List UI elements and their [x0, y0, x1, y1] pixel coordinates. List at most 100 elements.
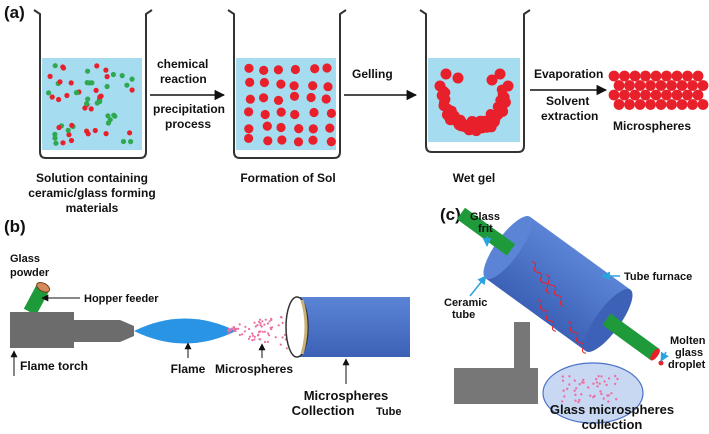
- particle: [127, 130, 133, 136]
- spray-dot: [274, 336, 277, 339]
- sol-particle: [273, 95, 284, 105]
- glass-dot: [607, 394, 610, 397]
- particle: [60, 140, 66, 146]
- particle: [84, 101, 90, 107]
- tube-furnace: [456, 207, 660, 361]
- sol-particle: [289, 91, 300, 101]
- glass-dot: [615, 398, 618, 401]
- label-tube: tube: [452, 309, 475, 321]
- particle: [56, 124, 62, 131]
- label-collection-c: collection: [582, 417, 643, 432]
- caption-solution-3: materials: [66, 201, 119, 215]
- gel-particle: [467, 116, 478, 127]
- glass-dot: [581, 381, 584, 384]
- particle: [105, 113, 111, 119]
- microsphere: [645, 80, 656, 91]
- spray-dot: [248, 335, 251, 338]
- sol-particle: [259, 65, 269, 75]
- microsphere: [629, 89, 641, 101]
- spray-dot: [259, 324, 262, 327]
- particle: [92, 127, 98, 134]
- particle: [88, 106, 94, 112]
- particle: [52, 63, 58, 69]
- particle: [64, 92, 70, 99]
- caption-microspheres: Microspheres: [613, 119, 691, 133]
- particle: [52, 135, 58, 141]
- sol-particle: [322, 63, 332, 73]
- particle: [49, 94, 55, 100]
- sol-particle: [308, 81, 318, 91]
- microsphere: [692, 89, 704, 101]
- microsphere: [697, 99, 709, 110]
- sol-particle: [273, 65, 283, 75]
- glass-dot: [563, 395, 566, 398]
- glass-dot: [566, 387, 569, 391]
- spray-dot: [253, 335, 256, 338]
- microsphere: [634, 80, 646, 91]
- label-glass-microspheres: Glass microspheres: [550, 402, 674, 417]
- glass-dot: [580, 393, 583, 396]
- glass-dot: [577, 400, 580, 404]
- glass-dot: [614, 382, 617, 386]
- sol-particle: [244, 63, 254, 73]
- spray-dot: [259, 338, 262, 341]
- glass-dot: [573, 379, 576, 382]
- particle: [129, 76, 135, 82]
- spray-dot: [263, 330, 266, 333]
- sol-particle: [308, 135, 318, 145]
- panel-b-label: (b): [4, 217, 26, 236]
- spray-dot: [263, 323, 266, 326]
- sol-particle: [245, 94, 255, 104]
- heating-coil: [537, 299, 557, 332]
- sol-particle: [306, 92, 316, 103]
- microsphere: [666, 99, 677, 110]
- sol-particle: [276, 122, 286, 133]
- panel-c-label: (c): [440, 205, 461, 224]
- caption-solution-1: Solution containing: [36, 171, 148, 185]
- gel-particle: [452, 72, 464, 84]
- microsphere: [671, 89, 683, 101]
- sol-particle: [326, 108, 336, 118]
- spray-dot: [263, 340, 267, 344]
- microsphere: [650, 89, 662, 101]
- spray-dot: [253, 338, 256, 341]
- microsphere: [687, 80, 698, 91]
- particle: [124, 82, 130, 88]
- gel-particle: [494, 68, 506, 80]
- particle: [119, 73, 125, 79]
- microsphere: [619, 70, 630, 82]
- particle: [60, 64, 66, 70]
- glass-dot: [616, 377, 619, 381]
- microsphere: [676, 99, 688, 110]
- microsphere: [682, 89, 693, 101]
- glass-dot: [562, 389, 565, 392]
- spray-dot: [267, 332, 270, 335]
- beaker-solution: [33, 9, 153, 159]
- glass-microspheres: [561, 374, 619, 404]
- label-glass-c: Glass: [470, 211, 500, 223]
- particle: [46, 90, 52, 96]
- glass-dot: [595, 377, 598, 381]
- particle: [52, 131, 58, 137]
- arrow-ceramic-tube: [469, 275, 487, 297]
- microsphere: [645, 99, 656, 110]
- microsphere: [666, 80, 677, 91]
- glass-dot: [568, 383, 571, 386]
- glass-dot: [578, 383, 581, 386]
- microsphere: [687, 99, 698, 110]
- spray-dot: [266, 322, 269, 325]
- sol-particle: [244, 133, 254, 143]
- spray-dot: [228, 332, 231, 335]
- spray-dot: [226, 329, 230, 332]
- spray-dot: [261, 330, 264, 333]
- glass-dot: [568, 375, 571, 378]
- label-powder: powder: [10, 267, 50, 279]
- label-collection-tube: Tube: [376, 406, 401, 418]
- spray-dot: [228, 329, 232, 333]
- caption-formation-of-sol: Formation of Sol: [240, 171, 335, 185]
- sol-particle: [262, 121, 272, 131]
- microsphere: [640, 89, 651, 101]
- particle: [73, 90, 80, 96]
- spray-dot: [230, 327, 234, 330]
